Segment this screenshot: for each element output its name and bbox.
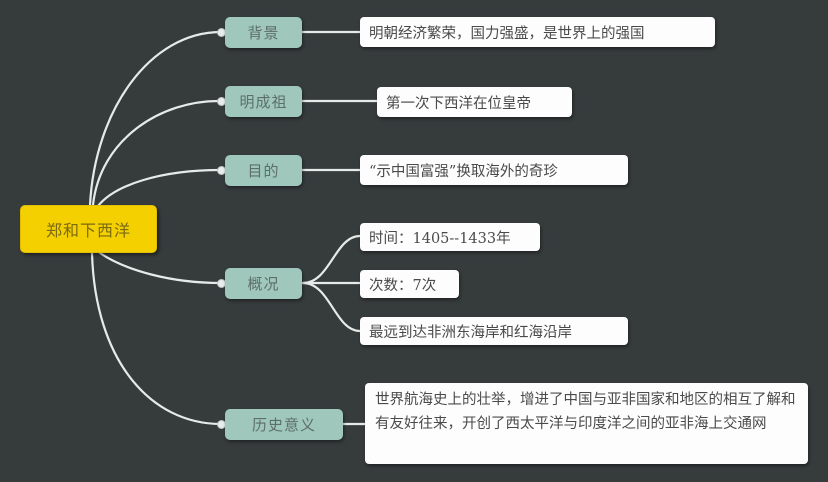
detail-text: 第一次下西洋在位皇帝 (386, 95, 531, 112)
detail-mingchengzu[interactable]: 第一次下西洋在位皇帝 (377, 87, 572, 117)
topic-purpose[interactable]: 目的 (225, 155, 302, 186)
detail-text: 最远到达非洲东海岸和红海沿岸 (369, 324, 572, 341)
detail-text: 时间：1405--1433年 (369, 230, 511, 247)
connector-root-purpose (96, 168, 223, 208)
topic-label: 历史意义 (251, 416, 316, 434)
detail-text: 次数：7次 (369, 277, 437, 294)
detail-background[interactable]: 明朝经济繁荣，国力强盛，是世界上的强国 (360, 17, 715, 47)
connector-root-background (88, 30, 223, 207)
root-node[interactable]: 郑和下西洋 (20, 205, 157, 253)
topic-significance[interactable]: 历史意义 (225, 409, 343, 440)
detail-overview-time[interactable]: 时间：1405--1433年 (360, 223, 540, 251)
connector-root-significance (90, 251, 223, 426)
topic-overview[interactable]: 概况 (225, 268, 302, 299)
connector-overview-time (301, 234, 362, 285)
root-label: 郑和下西洋 (45, 221, 131, 240)
connector-root-mingchengzu (91, 99, 223, 207)
topic-label: 目的 (247, 162, 280, 180)
topic-label: 背景 (247, 24, 280, 42)
detail-overview-count[interactable]: 次数：7次 (360, 270, 459, 298)
detail-significance[interactable]: 世界航海史上的壮举，增进了中国与亚非国家和地区的相互了解和有友好往来，开创了西太… (365, 383, 808, 464)
detail-overview-farthest[interactable]: 最远到达非洲东海岸和红海沿岸 (360, 317, 628, 345)
detail-text: 世界航海史上的壮举，增进了中国与亚非国家和地区的相互了解和有友好往来，开创了西太… (375, 392, 796, 432)
connector-root-overview (98, 251, 223, 285)
connector-overview-farthest (301, 281, 362, 333)
detail-text: 明朝经济繁荣，国力强盛，是世界上的强国 (369, 25, 645, 42)
topic-label: 概况 (247, 275, 280, 293)
topic-mingchengzu[interactable]: 明成祖 (225, 86, 302, 117)
detail-text: “示中国富强”换取海外的奇珍 (369, 163, 558, 180)
detail-purpose[interactable]: “示中国富强”换取海外的奇珍 (360, 155, 628, 185)
topic-background[interactable]: 背景 (225, 17, 302, 48)
topic-label: 明成祖 (239, 93, 288, 111)
